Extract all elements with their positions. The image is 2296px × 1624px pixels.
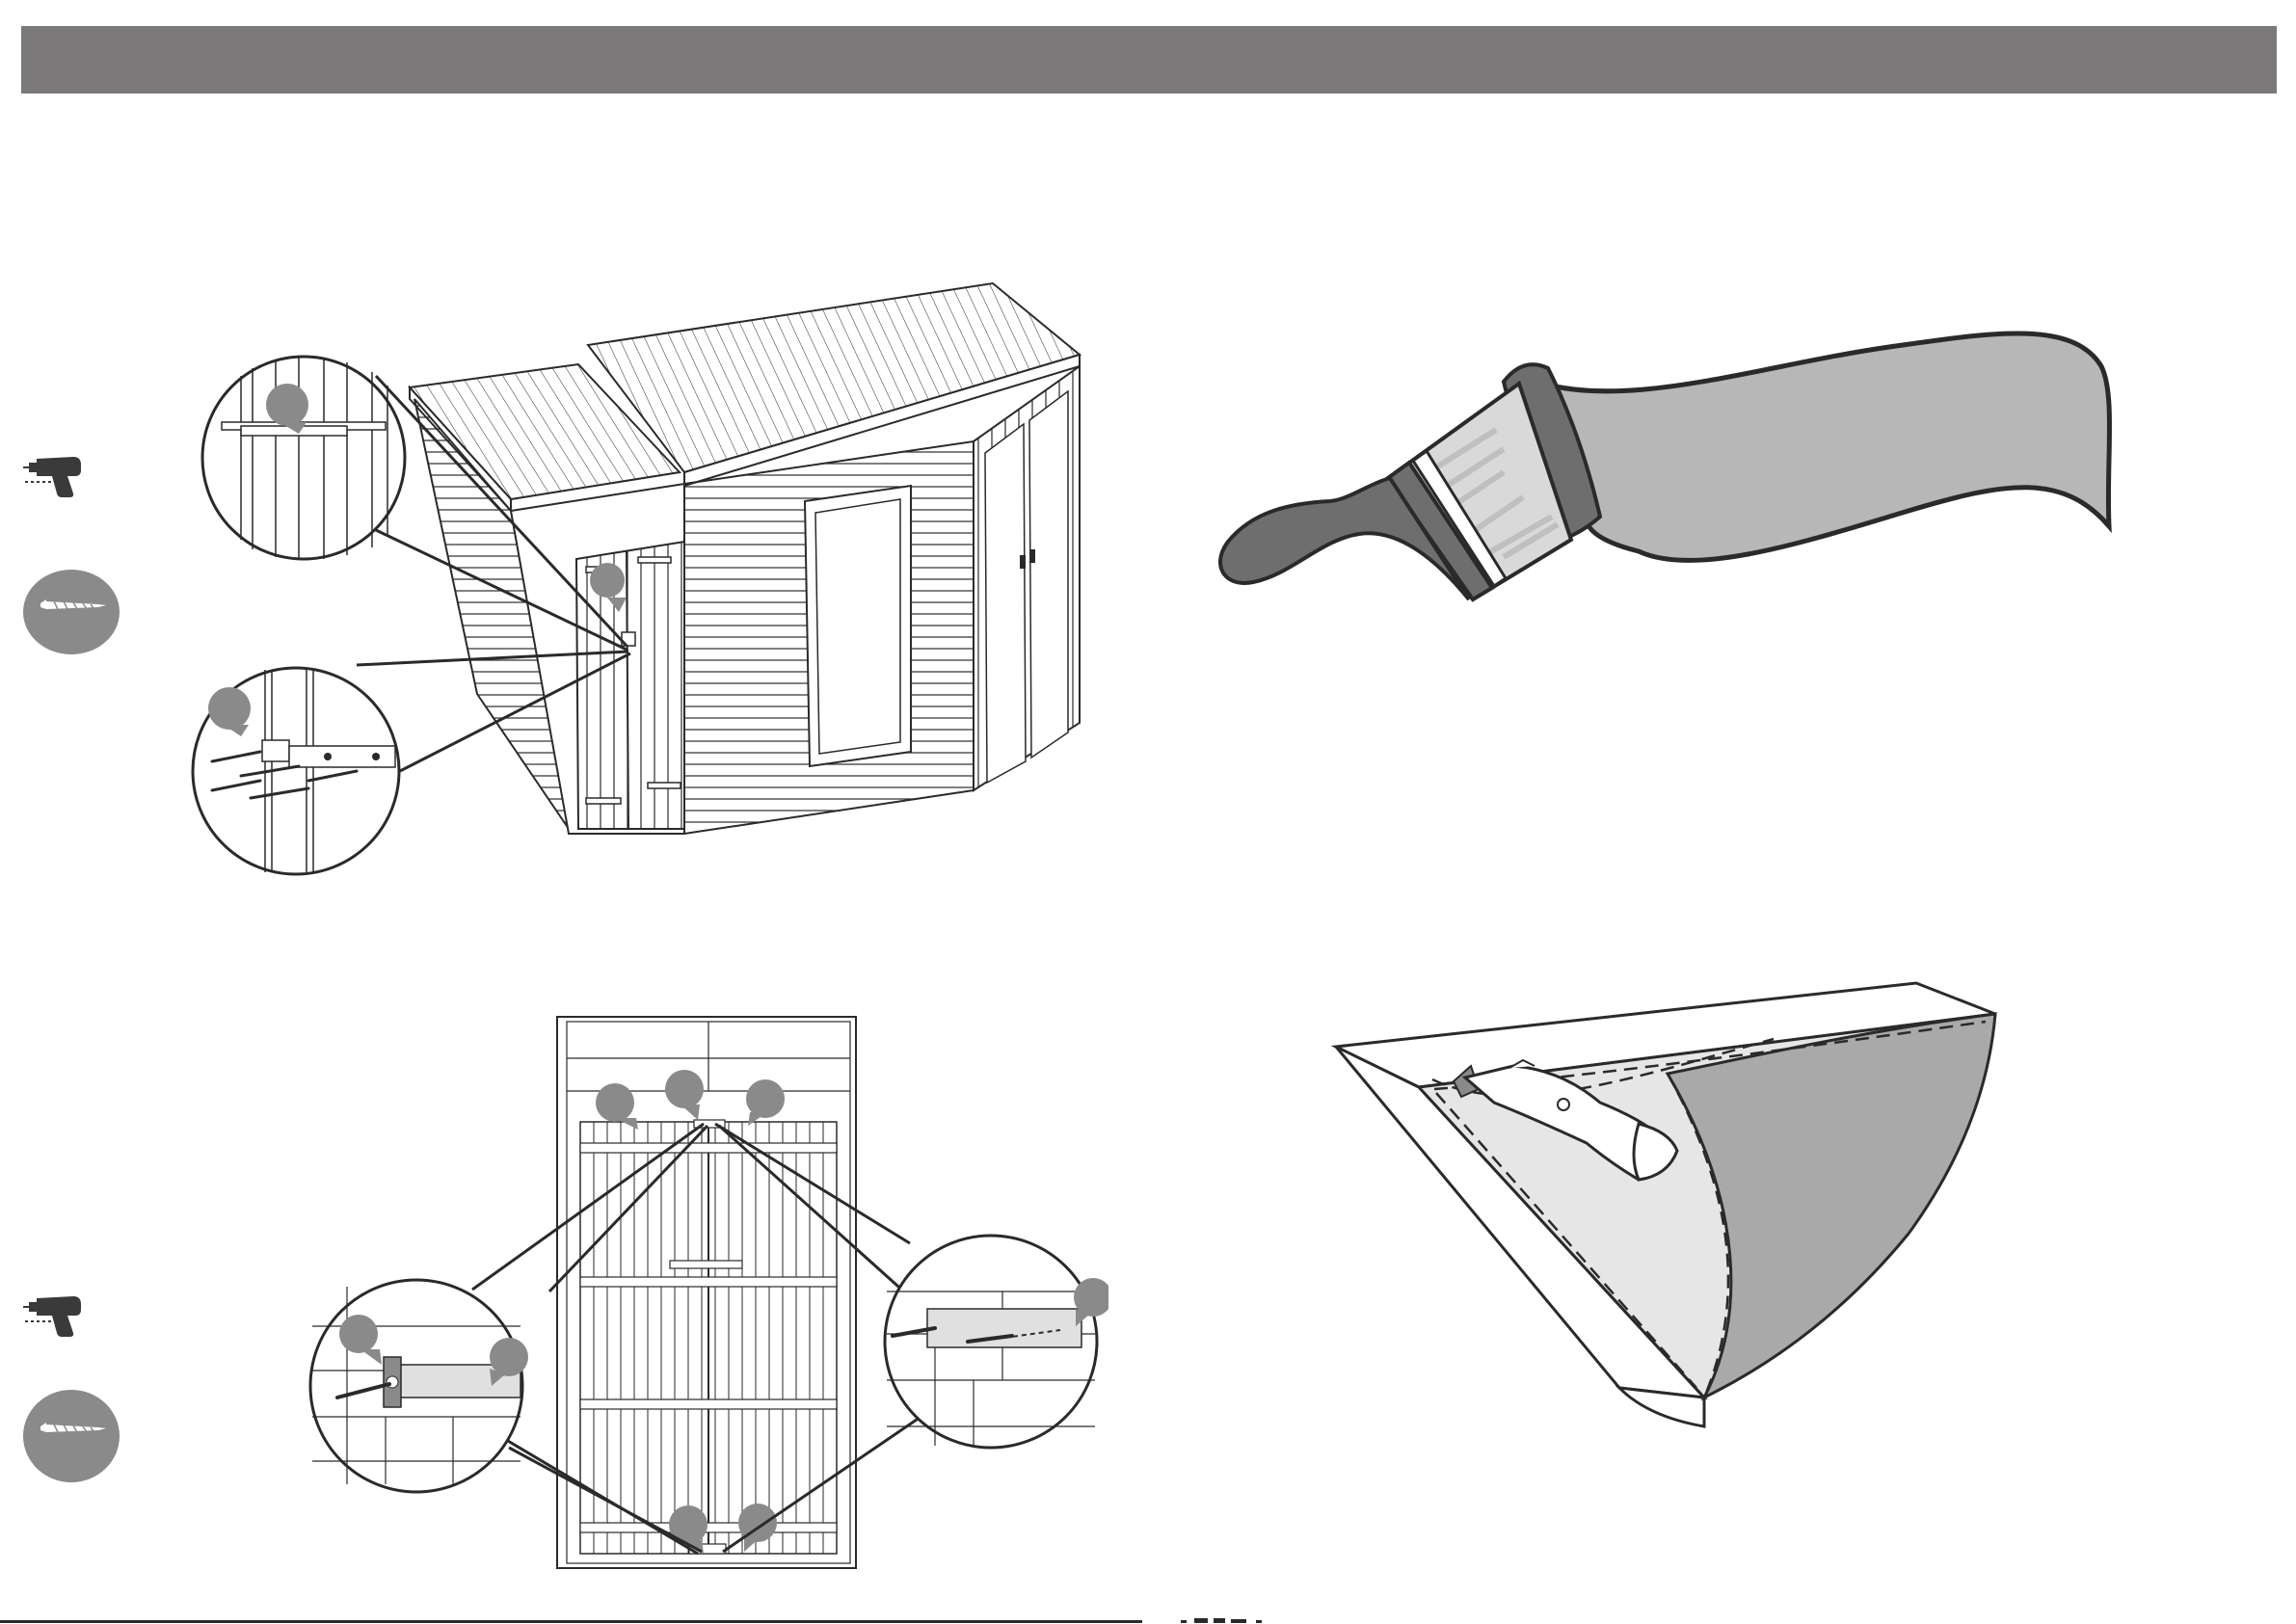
screw-icon [21,1388,121,1484]
callout-bolt-bottom [193,668,399,874]
callout-bolt-top [202,357,405,559]
footer-rule [0,1620,1142,1623]
footer-marks [1181,1616,1287,1624]
drill-icon [23,1289,91,1346]
callout-stop-left [310,1280,528,1492]
door-stop-illustration [299,1002,1108,1581]
shed-bolt-illustration [183,280,1099,896]
corner-double-doors [974,366,1080,790]
felt-trim-illustration [1321,973,2043,1446]
paint-brush-icon [1215,328,2140,713]
header-bar [21,26,2277,93]
screw-icon [21,569,121,655]
callout-stop-right [885,1236,1108,1448]
drill-icon [23,449,91,507]
main-front-wall [684,441,974,834]
paint-stroke [1525,333,2110,561]
